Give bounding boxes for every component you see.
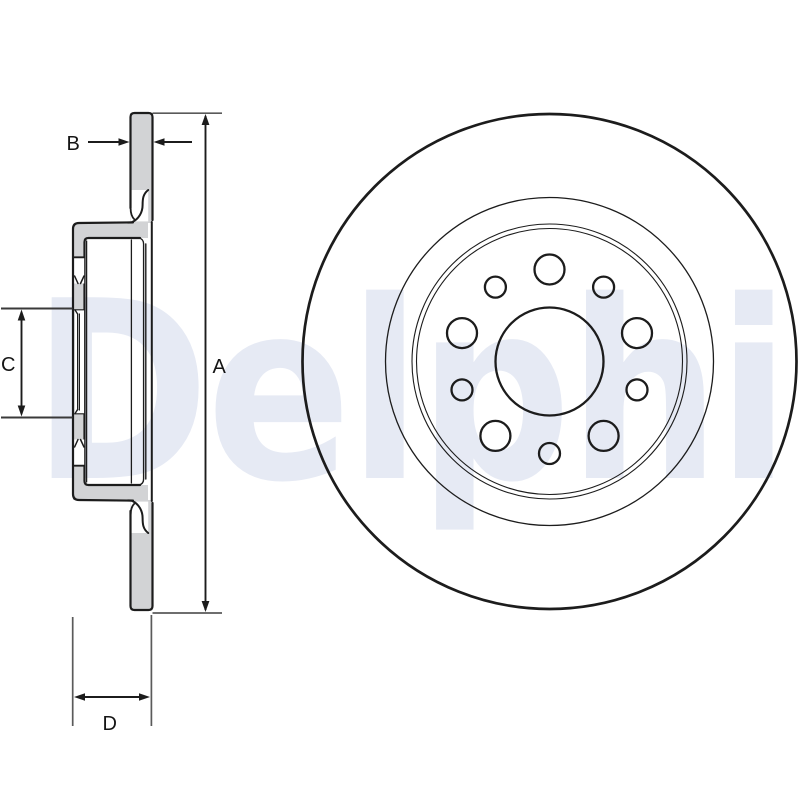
flange-outer-outline xyxy=(71,221,135,502)
hub-bore-chamfers xyxy=(74,309,79,415)
bolt-hole-3 xyxy=(587,419,620,453)
dim-label-a: A xyxy=(213,356,227,378)
dim-b-arrowhead-left xyxy=(153,138,165,146)
dim-label-d: D xyxy=(103,713,117,735)
bolt-hole-1 xyxy=(533,253,566,286)
dimension-annotations: A B C D xyxy=(1,112,227,735)
dim-c-arrowhead-down xyxy=(17,405,26,417)
bottom-fillet-arc xyxy=(131,499,150,534)
stud-notch-top xyxy=(74,257,85,284)
dim-d-arrowhead-left xyxy=(74,693,85,701)
pin-hole-4 xyxy=(450,378,474,402)
hub-step-line-curled xyxy=(138,237,145,486)
front-view xyxy=(301,112,798,611)
flange-inner-outline xyxy=(83,236,142,487)
stud-notch-bottom xyxy=(74,439,85,466)
dim-c-arrowhead-up xyxy=(17,309,26,321)
top-fillet-hook xyxy=(129,207,136,221)
pin-hole-2 xyxy=(625,378,649,402)
section-view xyxy=(71,111,154,612)
stud-notch-top-chamfer xyxy=(73,275,85,285)
hub-bore-end-ticks xyxy=(74,309,85,415)
bolt-hole-5 xyxy=(445,316,479,350)
center-bore-circle xyxy=(494,306,605,417)
section-flange-bottom-fill xyxy=(73,485,148,500)
hub-bore-surface-lines xyxy=(77,313,80,411)
top-fillet-arc xyxy=(131,189,150,224)
hub-face-outer-circle xyxy=(411,223,688,500)
dim-label-b: B xyxy=(67,133,80,155)
bolt-hole-2 xyxy=(620,316,654,350)
dim-a-arrowhead-down xyxy=(201,601,210,612)
dim-b-arrowhead-right xyxy=(118,138,130,146)
hat-wall-bottom-outline xyxy=(129,501,154,612)
pin-hole-5 xyxy=(483,275,508,299)
dim-a-arrowhead-up xyxy=(201,114,210,125)
friction-ring-circle xyxy=(384,196,715,527)
bolt-hole-4 xyxy=(479,419,512,453)
dim-d-arrowhead-right xyxy=(139,693,150,701)
hat-wall-top-outline xyxy=(129,111,154,222)
section-flange-top-fill xyxy=(73,223,148,238)
pin-hole-1 xyxy=(591,275,616,299)
hole-pattern xyxy=(445,253,654,466)
pin-hole-3 xyxy=(537,441,562,466)
outer-rim-circle xyxy=(301,112,798,611)
hub-face-inner-circle xyxy=(415,227,684,496)
dim-label-c: C xyxy=(1,354,15,376)
stud-notch-bottom-chamfer xyxy=(73,438,85,448)
watermark-text: Delphi xyxy=(32,249,787,537)
